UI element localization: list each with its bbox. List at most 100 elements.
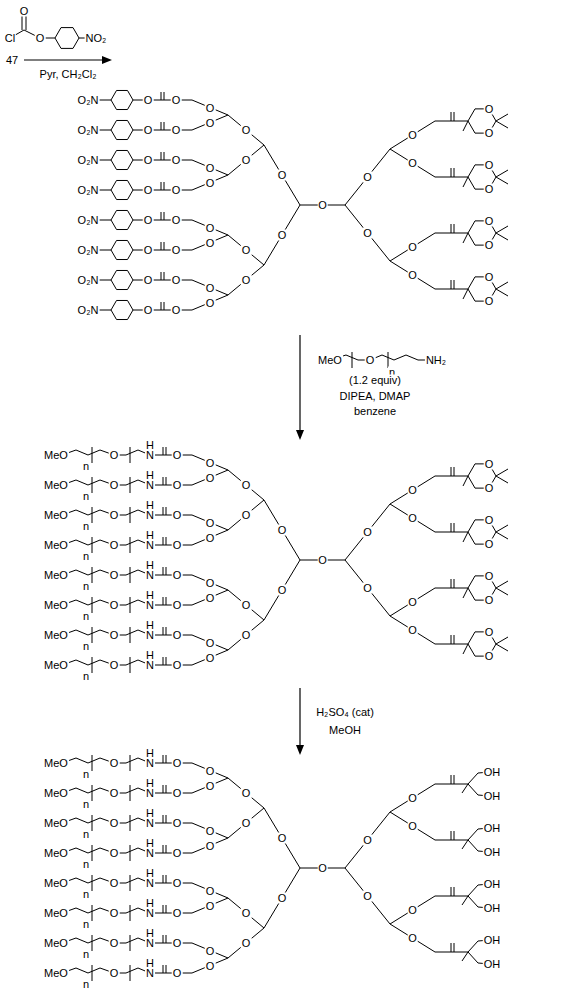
bond-line	[228, 145, 264, 175]
bond-line	[163, 755, 164, 763]
bond-line	[454, 579, 455, 588]
bond-line	[192, 530, 228, 545]
bond-line	[76, 630, 88, 635]
bond-line	[130, 477, 131, 493]
atom-label: O	[241, 788, 252, 799]
atom-label: O	[241, 908, 252, 919]
bond-line	[468, 952, 478, 963]
atom-label: MeO	[43, 450, 69, 461]
atom-label: N	[145, 758, 155, 769]
bond-line	[462, 784, 468, 793]
bond-line	[130, 755, 131, 771]
atom-label: O	[109, 600, 120, 611]
atom-label: O	[172, 968, 183, 979]
bond-line	[390, 588, 435, 616]
atom-label: O	[205, 900, 216, 911]
bond-line	[76, 540, 88, 545]
atom-label: O	[365, 355, 376, 366]
atom-label: O	[205, 652, 216, 663]
bond-line	[435, 532, 452, 533]
atom-label: O	[143, 305, 154, 316]
atom-label: MeO	[43, 630, 69, 641]
atom-label: O	[109, 450, 120, 461]
bond-line	[228, 590, 264, 620]
atom-label: H₂SO₄ (cat)	[315, 707, 375, 718]
atom-label: O	[172, 570, 183, 581]
bond-line	[163, 537, 164, 545]
bond-line	[55, 28, 61, 38]
atom-label: MeO	[43, 788, 69, 799]
bond-line	[192, 883, 228, 898]
atom-label: O	[205, 457, 216, 468]
bond-line	[126, 660, 138, 665]
atom-label: O	[362, 228, 373, 239]
bond-line	[390, 476, 435, 504]
bond-line	[128, 240, 134, 250]
bond-line	[117, 229, 128, 230]
bond-line	[496, 170, 508, 177]
bond-line	[468, 941, 478, 952]
atom-label: O	[362, 835, 373, 846]
atom-label: O	[241, 510, 252, 521]
bond-line	[92, 657, 93, 673]
bond-line	[126, 540, 138, 545]
atom-label: O	[241, 125, 252, 136]
atom-label: O	[277, 170, 288, 181]
bond-line	[76, 818, 88, 823]
atom-label: O	[407, 130, 418, 141]
bond-line	[462, 840, 468, 849]
atom-label: n	[82, 799, 90, 810]
bond-line	[163, 477, 164, 485]
bond-line	[163, 657, 164, 665]
bond-line	[192, 455, 228, 470]
bond-line	[164, 212, 165, 220]
bond-line	[496, 644, 508, 651]
bond-line	[192, 943, 228, 958]
bond-line	[454, 467, 455, 476]
bond-line	[435, 588, 452, 589]
bond-line	[130, 965, 131, 981]
bond-line	[345, 812, 390, 868]
bond-line	[130, 657, 131, 673]
bond-line	[92, 447, 93, 463]
bond-line	[264, 560, 300, 620]
bond-line	[88, 510, 100, 515]
bond-line	[454, 224, 455, 233]
atom-label: O	[205, 945, 216, 956]
bond-line	[130, 627, 131, 643]
atom-label: n	[82, 461, 90, 472]
bond-line	[192, 280, 228, 295]
bond-line	[192, 778, 228, 793]
bond-line	[55, 38, 61, 48]
bond-line	[111, 310, 117, 320]
bond-line	[345, 560, 390, 616]
atom-label: O	[407, 242, 418, 253]
bond-line	[192, 175, 228, 190]
bond-line	[161, 152, 162, 160]
atom-label: O	[205, 102, 216, 113]
bond-line	[451, 943, 452, 952]
bond-line	[166, 567, 167, 575]
atom-label: O	[362, 172, 373, 183]
atom-label: O	[241, 938, 252, 949]
atom-label: O	[205, 517, 216, 528]
atom-label: O	[407, 793, 418, 804]
atom-label: O	[172, 908, 183, 919]
bond-line	[163, 567, 164, 575]
bond-line	[454, 775, 455, 784]
atom-label: O	[109, 630, 120, 641]
atom-label: O	[407, 933, 418, 944]
atom-label: N	[145, 540, 155, 551]
atom-label: O	[205, 177, 216, 188]
atom-label: O	[205, 117, 216, 128]
atom-label: n	[82, 551, 90, 562]
atom-label: n	[82, 611, 90, 622]
atom-label: O	[109, 510, 120, 521]
bond-line	[496, 476, 508, 483]
bond-line	[192, 235, 228, 250]
bond-line	[496, 114, 508, 121]
bond-line	[435, 896, 452, 897]
bond-line	[166, 537, 167, 545]
atom-label: O	[484, 626, 495, 637]
